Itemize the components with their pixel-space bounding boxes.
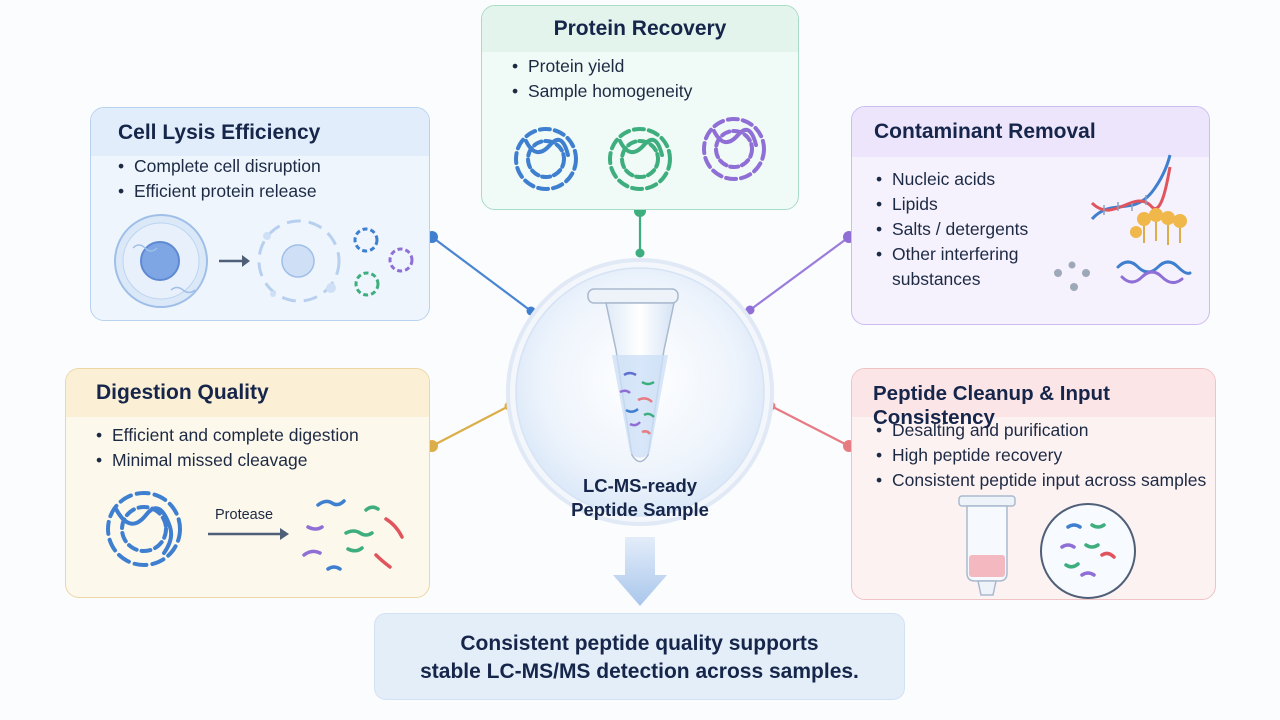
- card-contaminant-removal: Contaminant Removal Nucleic acids Lipids…: [851, 106, 1210, 325]
- card-protein-recovery-list: Protein yield Sample homogeneity: [512, 54, 692, 104]
- center-label-line1: LC-MS-ready: [582, 475, 698, 496]
- list-item: Efficient and complete digestion: [96, 423, 359, 448]
- protein-blobs-illustration: [514, 117, 766, 191]
- summary-box: Consistent peptide quality supports stab…: [374, 613, 905, 700]
- peptide-circle-icon: [1040, 503, 1136, 599]
- summary-line1: Consistent peptide quality supports: [460, 632, 819, 655]
- list-item: Salts / detergents: [876, 217, 1076, 242]
- list-item: Efficient protein release: [118, 179, 321, 204]
- dna-helix-icon: [1090, 154, 1172, 221]
- list-item: Protein yield: [512, 54, 692, 79]
- card-protein-recovery: Protein Recovery Protein yield Sample ho…: [481, 5, 799, 210]
- list-item: Other interfering substances: [876, 242, 1076, 292]
- list-item: Sample homogeneity: [512, 79, 692, 104]
- list-item: Lipids: [876, 192, 1076, 217]
- connector-cleanup: [766, 401, 855, 452]
- card-digestion-quality-title: Digestion Quality: [66, 369, 429, 417]
- summary-line2: stable LC-MS/MS detection across samples…: [420, 660, 859, 683]
- card-digestion-quality: Digestion Quality Efficient and complete…: [65, 368, 430, 598]
- card-cell-lysis-title: Cell Lysis Efficiency: [91, 108, 429, 156]
- card-digestion-quality-list: Efficient and complete digestion Minimal…: [96, 423, 359, 473]
- rna-strand-icon: [1116, 260, 1192, 284]
- center-label-line2: Peptide Sample: [571, 499, 709, 520]
- card-cell-lysis: Cell Lysis Efficiency Complete cell disr…: [90, 107, 430, 321]
- card-peptide-cleanup: Peptide Cleanup & Input Consistency Desa…: [851, 368, 1216, 600]
- lysed-cell-icon: [257, 219, 341, 303]
- arrow-right-icon: [208, 528, 289, 540]
- protease-label: Protease: [215, 507, 274, 523]
- list-item: Nucleic acids: [876, 167, 1076, 192]
- spin-column-icon: [958, 495, 1016, 596]
- list-item: High peptide recovery: [876, 443, 1206, 468]
- lipid-icon: [1130, 208, 1187, 245]
- protein-blob-green-icon: [608, 127, 672, 191]
- peptide-fragments-icon: [302, 499, 404, 571]
- card-protein-recovery-title: Protein Recovery: [482, 6, 798, 52]
- protein-blob-icons: [353, 227, 414, 297]
- card-contaminant-removal-title: Contaminant Removal: [852, 107, 1209, 157]
- center-label: LC-MS-ready Peptide Sample: [540, 474, 740, 522]
- tube-icon: [587, 288, 679, 463]
- contaminant-illustration: [1054, 154, 1192, 291]
- protein-blob-purple-icon: [702, 117, 766, 181]
- card-contaminant-removal-list: Nucleic acids Lipids Salts / detergents …: [876, 167, 1076, 292]
- connector-recovery: [634, 205, 646, 258]
- card-cell-lysis-list: Complete cell disruption Efficient prote…: [118, 154, 321, 204]
- salt-particles-icon: [1054, 261, 1090, 291]
- list-item: Consistent peptide input across samples: [876, 468, 1206, 493]
- digestion-illustration: [106, 491, 404, 571]
- intact-protein-icon: [106, 491, 182, 567]
- connector-digestion: [426, 401, 514, 452]
- connector-lysis: [426, 231, 536, 316]
- cell-lysis-illustration: [114, 214, 414, 308]
- arrow-right-icon: [219, 255, 250, 267]
- protein-blob-blue-icon: [514, 127, 578, 191]
- intact-cell-icon: [114, 214, 208, 308]
- connector-contaminant: [745, 231, 855, 315]
- cleanup-illustration: [958, 495, 1136, 599]
- card-peptide-cleanup-list: Desalting and purification High peptide …: [876, 418, 1206, 493]
- list-item: Minimal missed cleavage: [96, 448, 359, 473]
- down-arrow-icon: [613, 537, 667, 606]
- list-item: Complete cell disruption: [118, 154, 321, 179]
- list-item: Desalting and purification: [876, 418, 1206, 443]
